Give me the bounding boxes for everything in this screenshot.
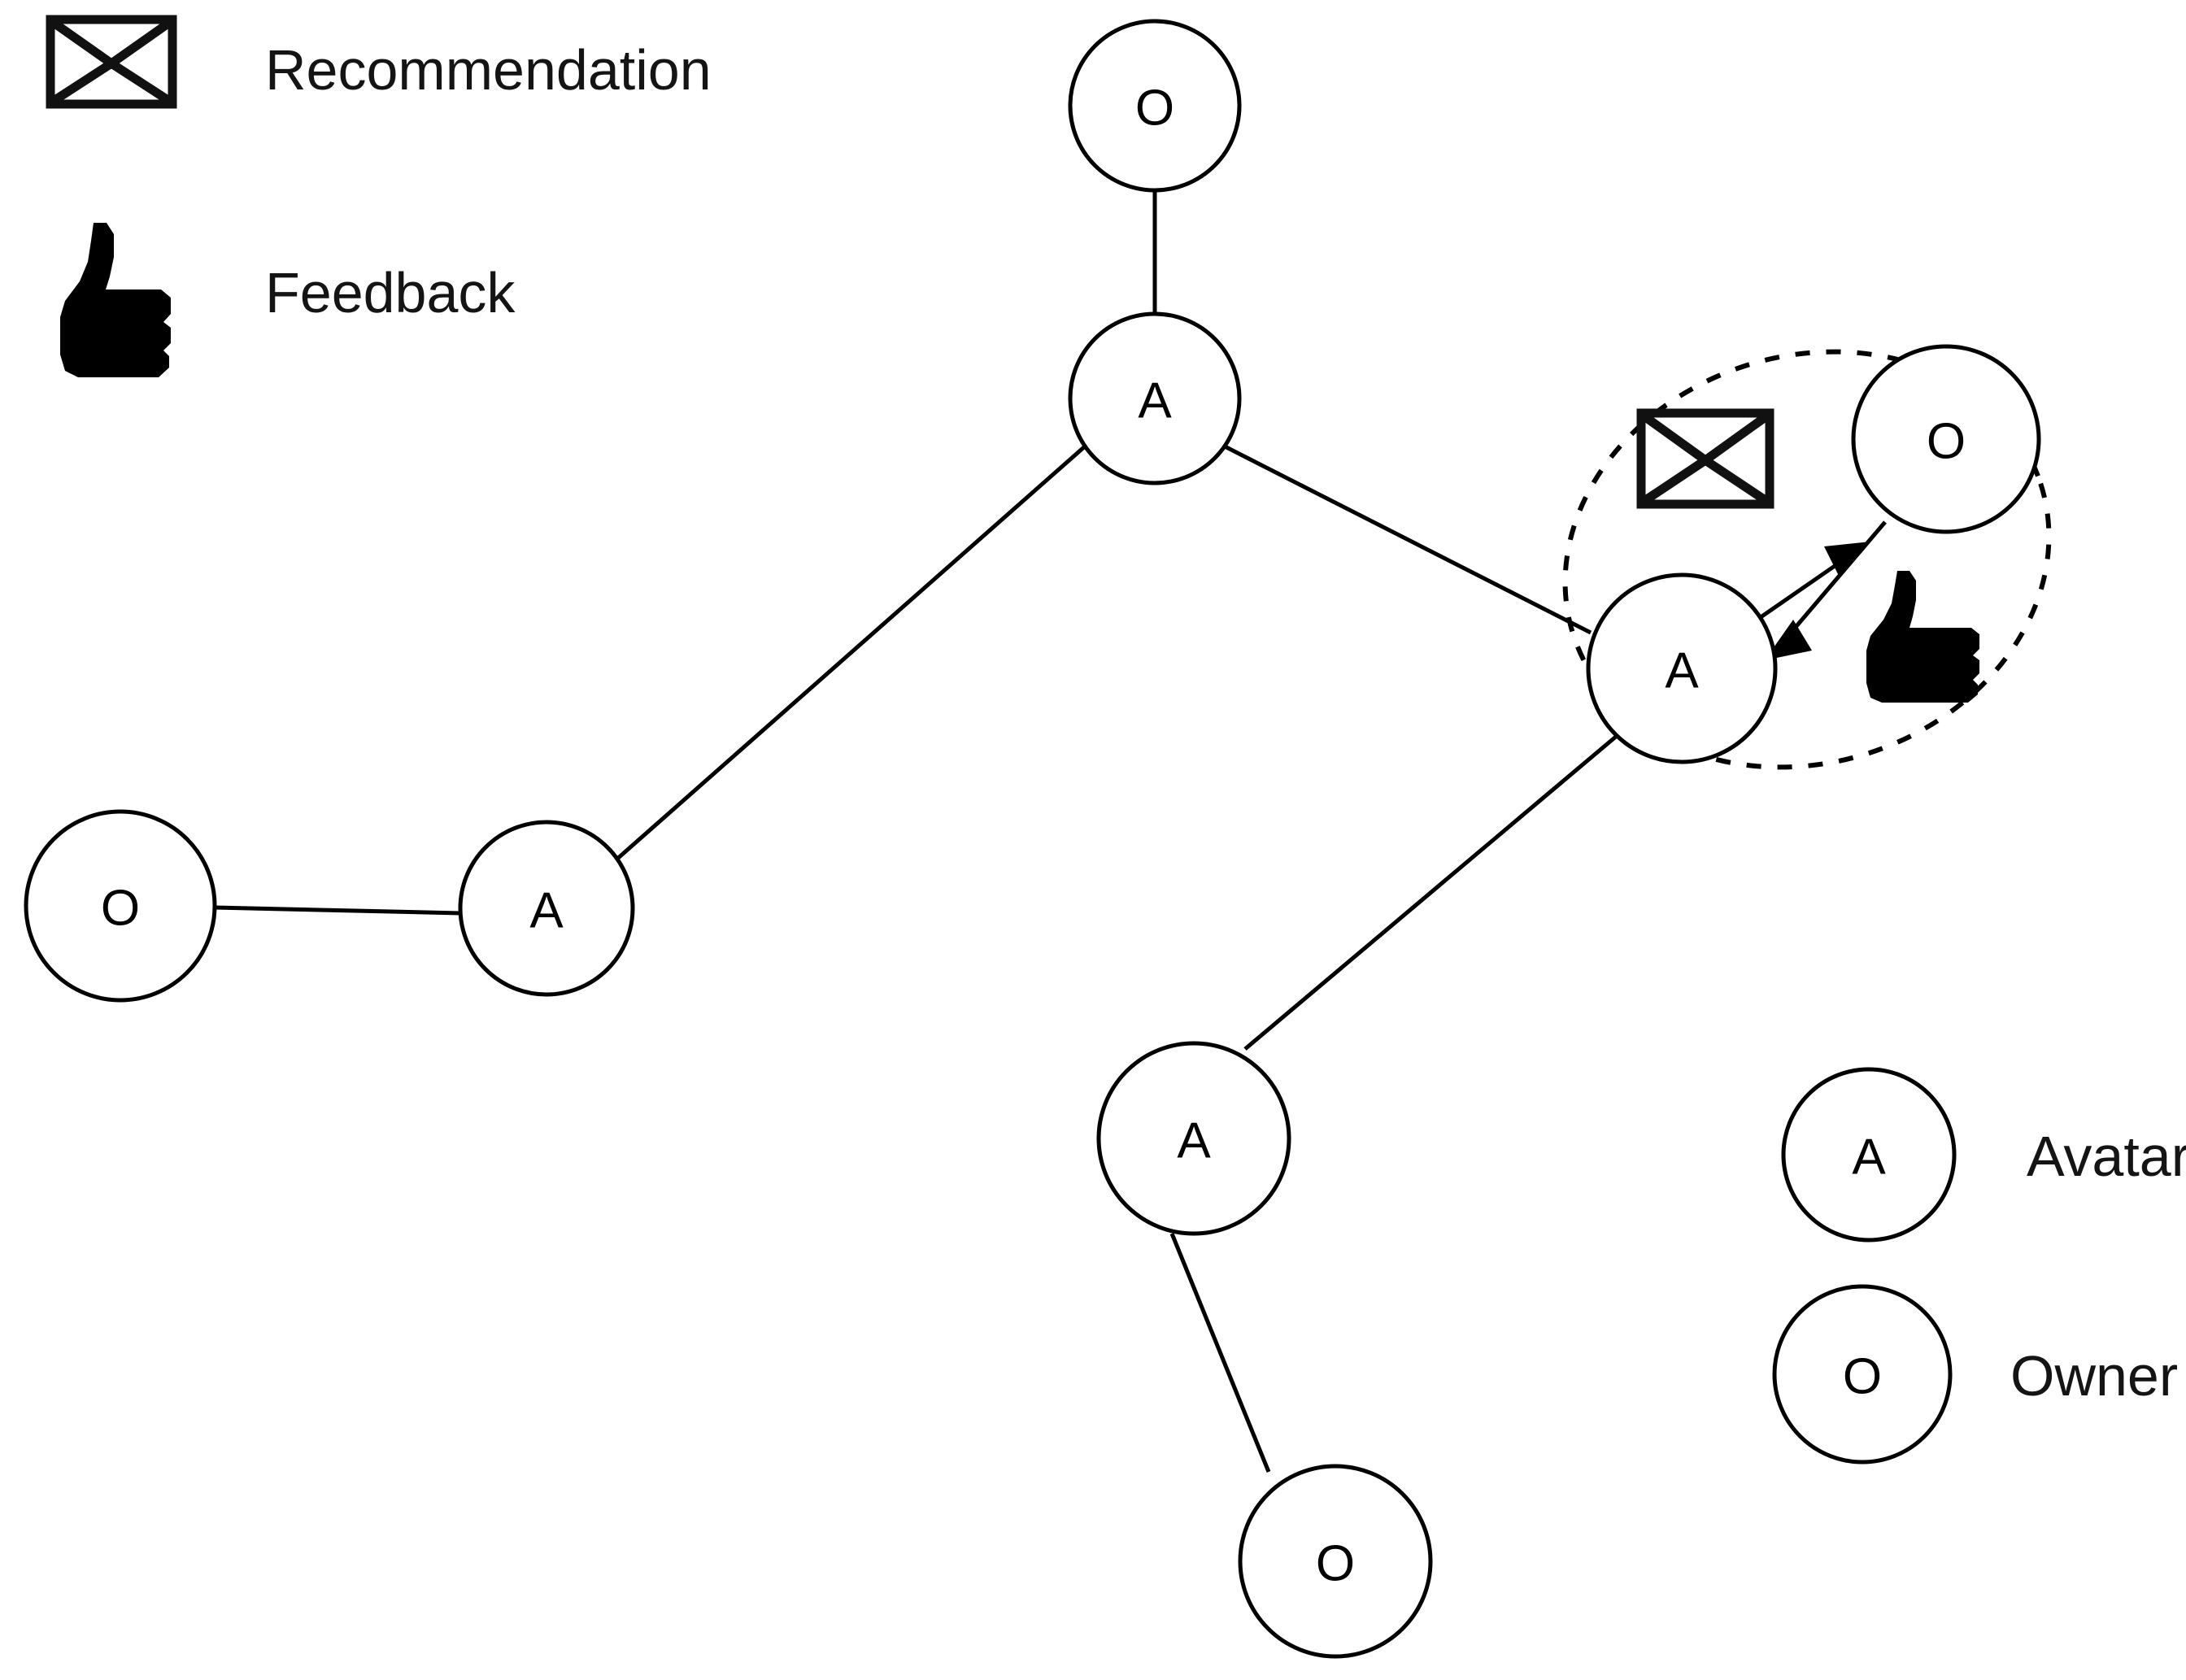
legend-item-avatar: A Avatar [1781,1067,2186,1243]
node-owner-bottom[interactable]: O [1238,1464,1433,1659]
node-owner-left[interactable]: O [24,809,217,1003]
legend-item-feedback: Feedback [60,223,516,377]
legend-label-owner: Owner [2010,1344,2178,1408]
cluster-arrow-group [1748,520,1887,660]
node-owner-top-label: O [1135,81,1174,137]
node-avatar-cluster-label: A [1665,643,1699,699]
legend-item-owner: O Owner [1772,1284,2178,1465]
legend-owner-circle [1772,1284,1953,1465]
node-avatar-left[interactable]: A [458,820,635,997]
node-owner-left-circle[interactable] [24,809,217,1003]
legend-label-recommendation: Recommendation [265,38,712,102]
node-owner-top-circle[interactable] [1068,19,1242,193]
node-owner-cluster[interactable]: O [1851,344,2041,534]
legend-avatar-glyph: A [1852,1129,1886,1186]
node-avatar-cluster-circle[interactable] [1586,572,1778,764]
edge-group [214,190,1618,1473]
legend-right: A Avatar O Owner [1772,1067,2186,1465]
thumbs-up-icon [60,223,171,377]
node-owner-top[interactable]: O [1068,19,1242,193]
legend-owner-glyph: O [1843,1349,1882,1405]
node-owner-bottom-circle[interactable] [1238,1464,1433,1659]
node-avatar-left-circle[interactable] [458,820,635,997]
node-avatar-bottom-circle[interactable] [1096,1041,1291,1236]
node-avatar-bottom-label: A [1177,1113,1211,1169]
node-group: O A O A A O A O [24,19,2041,1659]
cluster-thumbs-up-icon [1866,571,1979,703]
node-avatar-hub[interactable]: A [1068,311,1242,485]
node-avatar-left-label: A [529,883,564,939]
node-avatar-hub-circle[interactable] [1068,311,1242,485]
edge-hub-to-avatar-cluster [1223,444,1592,635]
node-owner-cluster-label: O [1927,414,1966,470]
node-owner-left-label: O [101,881,140,937]
node-avatar-hub-label: A [1138,373,1172,429]
legend-top-left: Recommendation Feedback [46,15,712,377]
node-owner-cluster-circle[interactable] [1851,344,2041,534]
edge-avatar-cluster-to-avatar-bottom [1243,734,1618,1051]
arrow-head-to-avatar-icon [1765,620,1812,660]
cluster-envelope-icon [1636,408,1774,509]
arrow-feedback-owner-to-avatar [1781,520,1887,644]
cluster-highlight-ellipse [1562,349,2052,770]
edge-avatar-bottom-to-owner-bottom [1169,1233,1271,1473]
legend-label-avatar: Avatar [2027,1125,2186,1188]
legend-avatar-circle [1781,1067,1957,1243]
edge-hub-to-avatar-left [615,445,1086,861]
envelope-icon [46,15,177,109]
node-avatar-bottom[interactable]: A [1096,1041,1291,1236]
edge-avatar-left-to-owner-left [214,905,461,916]
node-owner-bottom-label: O [1316,1536,1355,1592]
node-avatar-cluster[interactable]: A [1586,572,1778,764]
legend-label-feedback: Feedback [265,261,516,324]
legend-item-recommendation: Recommendation [46,15,712,109]
